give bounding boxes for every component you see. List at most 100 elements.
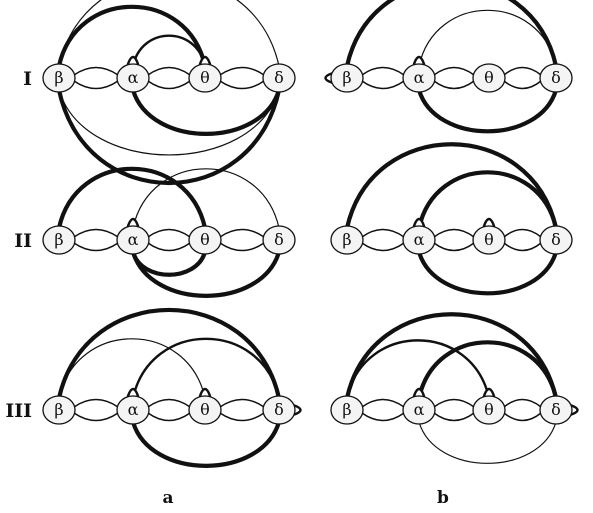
node-label: δ <box>551 230 561 249</box>
chain-link-lower <box>147 80 191 90</box>
chain-link-lower <box>433 242 475 252</box>
node-label: α <box>128 68 139 87</box>
panel-tag-b: b <box>437 488 449 508</box>
arc-α-δ <box>131 337 281 400</box>
arc-β-θ <box>56 4 208 69</box>
arc-α-δ <box>130 419 282 468</box>
arc-α-δ <box>132 168 280 229</box>
node-β: β <box>330 225 364 255</box>
node-label: θ <box>200 400 210 419</box>
arc-β-θ <box>58 338 206 399</box>
arc-β-θ <box>345 339 491 400</box>
node-label: β <box>342 230 351 249</box>
node-δ: δ <box>539 395 573 425</box>
chain-link-lower <box>361 242 405 252</box>
self-loop-θ <box>198 55 212 66</box>
chain-link-lower <box>361 412 405 422</box>
node-label: α <box>128 400 139 419</box>
node-label: β <box>54 230 63 249</box>
chain-link-upper <box>433 398 475 408</box>
arc-α-δ <box>130 249 282 298</box>
chain-link-upper <box>147 398 191 408</box>
node-label: δ <box>274 400 284 419</box>
chain-link-upper <box>361 228 405 238</box>
arc-β-δ <box>344 312 559 401</box>
arc-β-δ <box>56 308 282 401</box>
chain-link-lower <box>433 80 475 90</box>
chain-link-upper <box>219 66 265 76</box>
node-δ: δ <box>262 63 296 93</box>
chain-link-lower <box>73 80 119 90</box>
chain-link-upper <box>503 398 542 408</box>
chain-link-lower <box>503 242 542 252</box>
self-loop-α <box>126 387 140 398</box>
node-label: δ <box>551 68 561 87</box>
row-label: II <box>14 230 32 252</box>
node-α: α <box>116 395 150 425</box>
self-loop-θ <box>198 387 212 398</box>
row-2: II β α θ δ β α θ δ <box>14 142 573 298</box>
node-β: β <box>42 63 76 93</box>
chain-link-lower <box>219 80 265 90</box>
chain-link-lower <box>433 412 475 422</box>
chain-link-lower <box>503 412 542 422</box>
arc-α-δ <box>416 249 559 296</box>
chain-link-upper <box>219 398 265 408</box>
node-label: β <box>342 68 351 87</box>
node-label: α <box>414 68 425 87</box>
node-label: α <box>128 230 139 249</box>
node-β: β <box>330 395 364 425</box>
chain-link-lower <box>73 412 119 422</box>
node-α: α <box>402 225 436 255</box>
arc-α-δ <box>416 170 559 231</box>
chain-link-upper <box>503 228 542 238</box>
arc-β-δ <box>344 0 559 69</box>
arc-β-δ <box>58 89 280 156</box>
node-label: δ <box>551 400 561 419</box>
chain-link-lower <box>147 242 191 252</box>
node-θ: θ <box>472 63 506 93</box>
arc-α-δ <box>418 9 557 67</box>
node-label: θ <box>484 68 494 87</box>
node-θ: θ <box>188 395 222 425</box>
self-loop-α <box>412 55 426 66</box>
node-label: θ <box>200 68 210 87</box>
chain-link-upper <box>361 398 405 408</box>
chain-link-upper <box>147 66 191 76</box>
self-loop-θ <box>482 387 496 398</box>
row-label: III <box>5 400 32 422</box>
panel-tag-a: a <box>162 488 173 508</box>
chain-link-upper <box>361 66 405 76</box>
node-label: α <box>414 400 425 419</box>
chain-link-upper <box>73 228 119 238</box>
chain-link-upper <box>73 66 119 76</box>
chain-link-lower <box>147 412 191 422</box>
arc-β-δ <box>344 142 559 231</box>
node-label: θ <box>484 400 494 419</box>
arc-β-δ <box>58 0 280 67</box>
node-θ: θ <box>472 395 506 425</box>
self-loop-θ <box>482 217 496 228</box>
node-label: β <box>342 400 351 419</box>
arc-β-θ <box>56 166 208 231</box>
arc-α-θ <box>131 34 207 68</box>
self-loop-α <box>126 217 140 228</box>
node-label: δ <box>274 230 284 249</box>
node-α: α <box>116 225 150 255</box>
chain-link-upper <box>73 398 119 408</box>
node-α: α <box>402 63 436 93</box>
node-θ: θ <box>188 225 222 255</box>
node-label: θ <box>484 230 494 249</box>
node-α: α <box>116 63 150 93</box>
node-label: θ <box>200 230 210 249</box>
arc-β-δ <box>56 87 282 185</box>
node-α: α <box>402 395 436 425</box>
chain-link-lower <box>219 412 265 422</box>
